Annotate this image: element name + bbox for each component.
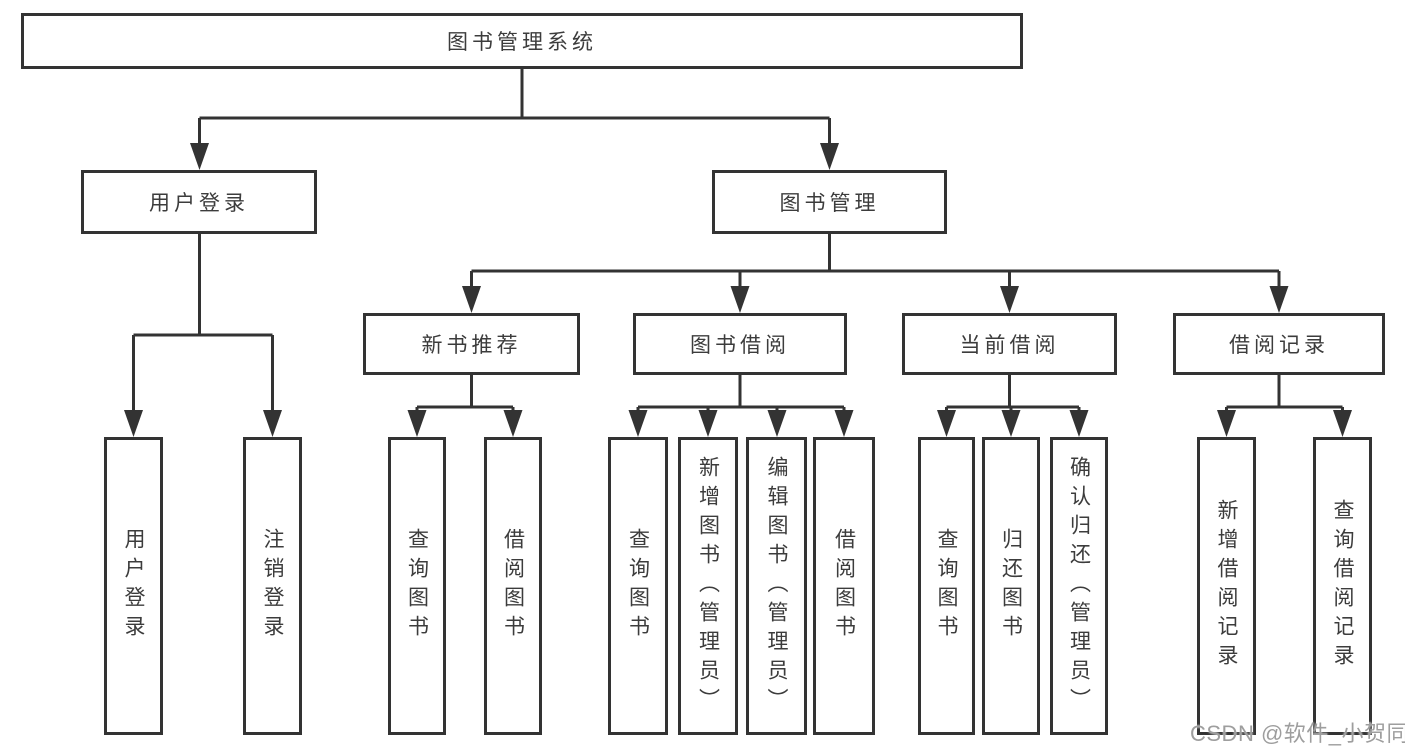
node-br-query-record: 查询借阅记录 (1313, 437, 1372, 735)
node-bb-add-book-admin: 新增图书（管理员） (678, 437, 738, 735)
node-nbr-borrow-book: 借阅图书 (484, 437, 542, 735)
node-cb-confirm-return-admin: 确认归还（管理员） (1050, 437, 1108, 735)
node-user-login: 用户登录 (81, 170, 317, 234)
node-book-borrow: 图书借阅 (633, 313, 847, 375)
arrowheads (124, 143, 1352, 437)
node-book-management: 图书管理 (712, 170, 947, 234)
node-bb-edit-book-admin: 编辑图书（管理员） (746, 437, 807, 735)
node-logout-leaf: 注销登录 (243, 437, 302, 735)
node-bb-borrow-book: 借阅图书 (813, 437, 875, 735)
node-br-add-record: 新增借阅记录 (1197, 437, 1256, 735)
watermark-text: CSDN @软件_小贺同学 (1190, 721, 1405, 746)
node-cb-query-book: 查询图书 (918, 437, 975, 735)
node-bb-query-book: 查询图书 (608, 437, 668, 735)
node-new-book-recommend: 新书推荐 (363, 313, 580, 375)
node-borrow-records: 借阅记录 (1173, 313, 1385, 375)
node-nbr-query-book: 查询图书 (388, 437, 446, 735)
node-user-login-leaf: 用户登录 (104, 437, 163, 735)
node-cb-return-book: 归还图书 (982, 437, 1040, 735)
node-root: 图书管理系统 (21, 13, 1023, 69)
node-current-borrow: 当前借阅 (902, 313, 1117, 375)
